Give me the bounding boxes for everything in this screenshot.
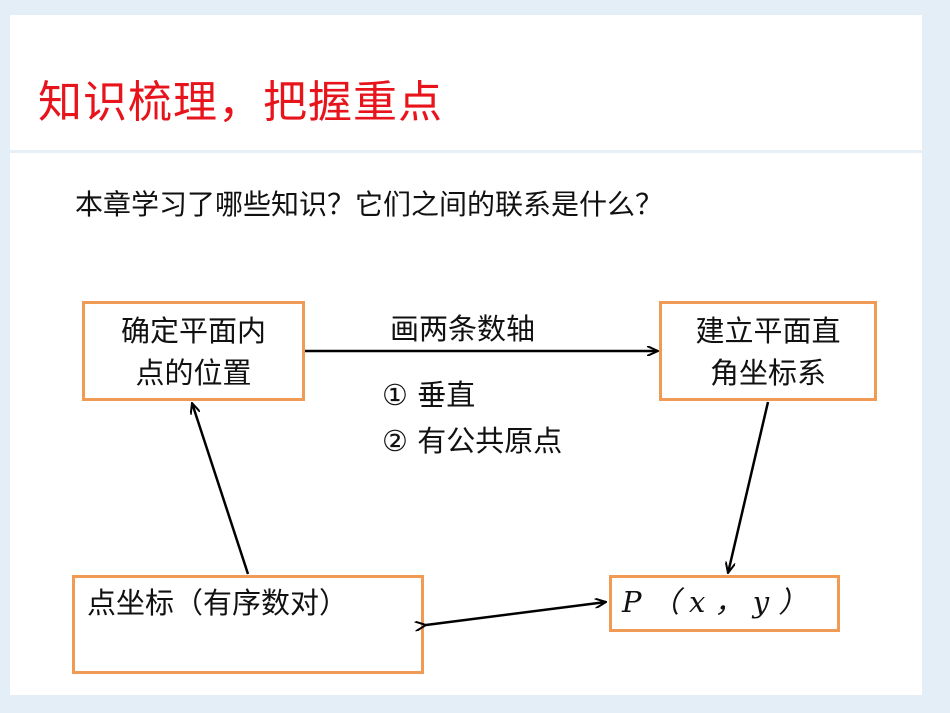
label-draw-axes: 画两条数轴: [390, 312, 536, 346]
question-text: 本章学习了哪些知识？它们之间的联系是什么？: [75, 188, 664, 221]
label-perpendicular: ① 垂直: [382, 378, 476, 412]
slide-title: 知识梳理，把握重点: [38, 77, 443, 128]
title-divider: [10, 150, 922, 153]
box-point-p: P （ x ， y ）: [609, 575, 840, 632]
box-text: 角坐标系: [709, 356, 826, 390]
arrow-to-position: [192, 403, 250, 575]
box-text: 点坐标（有序数对）: [87, 586, 349, 620]
double-arrow-correspondence: [426, 602, 606, 625]
box-text: 建立平面直: [695, 314, 841, 348]
slide-panel: [10, 15, 922, 695]
box-determine-position: 确定平面内 点的位置: [82, 301, 305, 401]
box-coordinate-system: 建立平面直 角坐标系: [659, 301, 877, 401]
label-common-origin: ② 有公共原点: [382, 424, 563, 458]
box-text: P （ x ， y ）: [622, 585, 808, 619]
box-text: 确定平面内: [120, 314, 266, 348]
arrow-to-point: [728, 401, 770, 573]
box-text: 点的位置: [135, 356, 252, 390]
